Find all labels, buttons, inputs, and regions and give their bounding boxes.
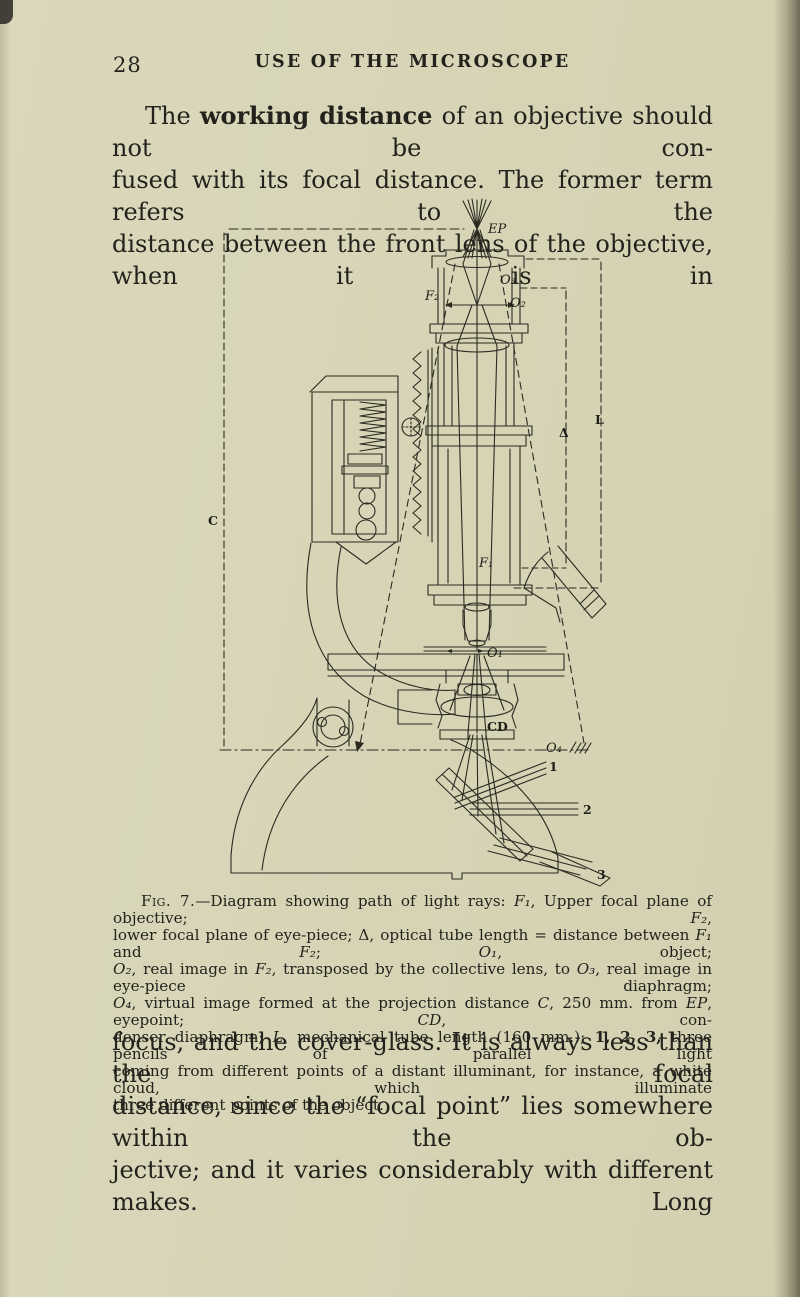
pencil-1-label: 1	[549, 759, 558, 774]
text-line: fused with its focal distance. The forme…	[112, 166, 713, 226]
caption-line: O₂, real image in F₂, transposed by the …	[113, 960, 712, 995]
stage-and-substage	[327, 646, 611, 887]
caption-line: denser diaphragm; L, mechanical tube len…	[113, 1028, 713, 1063]
virtual-image-o4-label: O₄	[546, 741, 562, 756]
running-head: USE OF THE MICROSCOPE	[254, 52, 571, 72]
text-line: focus, and the cover-glass. It is always…	[112, 1028, 713, 1088]
pencil-3-label: 3	[597, 867, 606, 882]
paragraph-top: The working distance of an objective sho…	[112, 100, 713, 292]
caption-line: O₄, virtual image formed at the projecti…	[113, 994, 713, 1029]
figure-labels: EP O₃ O₂ F₂ Δ L C F₁ O₁ CD O₄ 1 2 3	[208, 222, 606, 882]
pencil-2-label: 2	[583, 802, 592, 817]
dimension-lines	[219, 228, 602, 751]
microscope-stand	[230, 347, 559, 880]
object-o1-label: O₁	[487, 646, 503, 661]
paragraph-bottom: focus, and the cover-glass. It is always…	[112, 1026, 713, 1218]
figure-7-microscope-diagram: EP O₃ O₂ F₂ Δ L C F₁ O₁ CD O₄ 1 2 3	[208, 198, 611, 887]
figure-caption: Fig. 7.—Diagram showing path of light ra…	[113, 893, 712, 1114]
focal-f2-label: F₂	[424, 289, 439, 304]
caption-line: Fig. 7.—Diagram showing path of light ra…	[113, 892, 712, 927]
text-line: jective; and it varies considerably with…	[112, 1156, 713, 1216]
text-line: distance between the front lens of the o…	[112, 230, 713, 290]
image-o2-label: O₂	[510, 296, 526, 311]
page-header: 28 USE OF THE MICROSCOPE	[112, 52, 713, 78]
mechanical-tube-length-label: L	[595, 412, 604, 427]
text-line: The working distance of an objective sho…	[112, 101, 714, 162]
focal-f1-label: F₁	[478, 556, 493, 571]
caption-line: coming from different points of a distan…	[113, 1062, 712, 1097]
condenser-diaphragm-label: CD	[487, 719, 508, 734]
caption-line: three different points of the object.	[113, 1096, 384, 1114]
text-line: distance, since the “focal point” lies s…	[112, 1092, 713, 1152]
caption-line: lower focal plane of eye-piece; Δ, optic…	[113, 926, 713, 961]
image-o3-label: O₃	[500, 273, 516, 288]
page-left-shadow	[0, 0, 10, 1297]
scan-corner-mark	[0, 0, 13, 24]
eyepoint-label: EP	[487, 222, 506, 237]
optical-tube-length-label: Δ	[559, 425, 569, 440]
projection-distance-label: C	[208, 513, 218, 528]
body-tube	[425, 249, 607, 647]
light-rays	[355, 198, 593, 876]
page-gutter-shadow	[773, 0, 800, 1297]
page-number: 28	[113, 53, 142, 77]
